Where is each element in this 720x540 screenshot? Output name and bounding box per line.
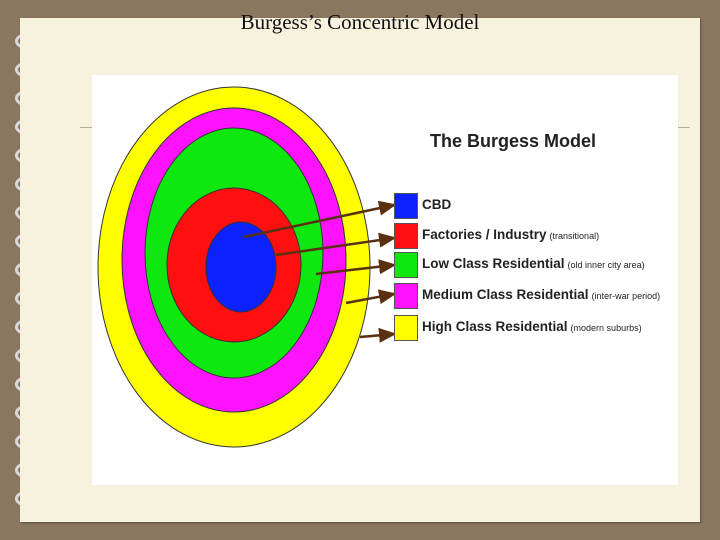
figure-title: The Burgess Model: [430, 131, 597, 151]
legend-label: Medium Class Residential(inter-war perio…: [422, 287, 661, 302]
arrow-cbd: [243, 200, 397, 239]
legend-note: (modern suburbs): [570, 323, 642, 333]
legend-swatch: [394, 283, 418, 309]
legend-swatch: [394, 315, 418, 341]
legend-note: (transitional): [549, 231, 600, 241]
legend-label: CBD: [422, 197, 452, 212]
legend-note: (inter-war period): [591, 291, 661, 301]
slide-title: Burgess’s Concentric Model: [240, 10, 480, 34]
legend-swatch: [394, 193, 418, 219]
zone-ring-cbd: [205, 221, 277, 313]
burgess-model-figure: The Burgess Model CBD Factories / Indust…: [92, 75, 678, 485]
legend-note: (old inner city area): [567, 260, 645, 270]
arrow-low-class: [315, 259, 397, 276]
legend-label: Factories / Industry(transitional): [422, 227, 600, 242]
legend-label: High Class Residential(modern suburbs): [422, 319, 642, 334]
legend-label: Low Class Residential(old inner city are…: [422, 256, 645, 271]
legend-swatch: [394, 223, 418, 249]
arrow-factories: [275, 232, 397, 257]
arrow-medium-class: [345, 289, 397, 305]
legend-swatch: [394, 252, 418, 278]
arrow-high-class: [359, 327, 397, 343]
